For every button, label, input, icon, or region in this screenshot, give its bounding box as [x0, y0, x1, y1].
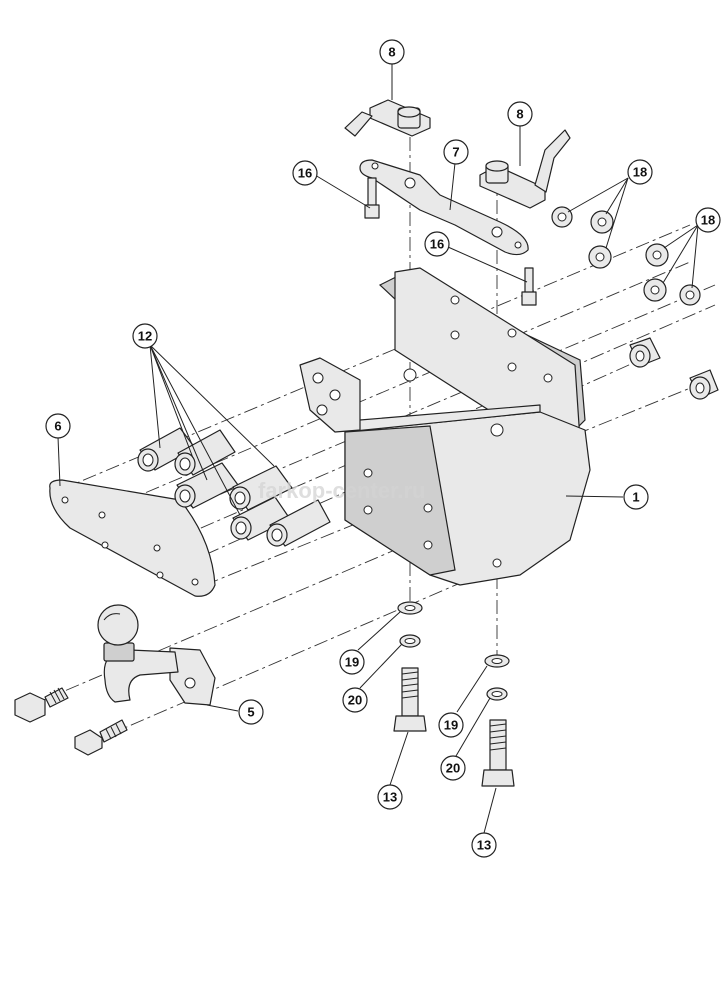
long-bolt	[481, 719, 515, 787]
right-bushings	[629, 337, 719, 400]
svg-text:13: 13	[477, 838, 491, 853]
hex-nut	[679, 284, 701, 306]
svg-text:7: 7	[452, 145, 459, 160]
callout-1: 1	[623, 484, 649, 510]
svg-text:20: 20	[348, 693, 362, 708]
hex-bolt	[14, 687, 69, 723]
svg-text:12: 12	[138, 329, 152, 344]
callout-18-lower: 18	[695, 207, 721, 233]
leader-lines	[57, 64, 699, 834]
svg-text:16: 16	[298, 166, 312, 181]
svg-text:16: 16	[430, 237, 444, 252]
lower-fasteners-left	[393, 601, 427, 732]
callout-8-left: 8	[379, 39, 405, 65]
svg-text:19: 19	[345, 655, 359, 670]
hex-nut	[643, 278, 667, 302]
top-bracket-right	[479, 129, 571, 209]
callout-19-left: 19	[339, 649, 365, 675]
lower-fasteners-right	[481, 654, 515, 787]
watermark: farkop-center.ru	[258, 478, 426, 503]
hex-nut	[588, 245, 612, 269]
small-bolts	[364, 177, 537, 306]
svg-text:20: 20	[446, 761, 460, 776]
svg-text:1: 1	[632, 490, 639, 505]
bushing	[629, 337, 661, 368]
tow-ball-bolts	[14, 687, 128, 756]
hex-nut	[645, 243, 669, 267]
main-bracket-body	[299, 267, 591, 586]
tow-ball-assembly	[97, 604, 216, 706]
bushing	[689, 369, 719, 400]
callout-7: 7	[443, 139, 469, 165]
callout-12: 12	[132, 323, 158, 349]
long-bolt	[393, 667, 427, 732]
hex-bolt	[74, 719, 128, 756]
callout-20-left: 20	[342, 687, 368, 713]
top-bracket-left	[344, 99, 431, 137]
link-plate	[359, 159, 529, 256]
spacer-tube	[229, 465, 293, 511]
callout-5: 5	[238, 699, 264, 725]
small-bolt	[364, 177, 380, 219]
callout-20-right: 20	[440, 755, 466, 781]
svg-text:5: 5	[247, 705, 254, 720]
spacer-tube	[266, 499, 331, 547]
callout-16-left: 16	[292, 160, 318, 186]
svg-text:19: 19	[444, 718, 458, 733]
spacer-tube	[174, 462, 239, 509]
svg-text:13: 13	[383, 790, 397, 805]
callout-16-right: 16	[424, 231, 450, 257]
svg-text:18: 18	[633, 165, 647, 180]
small-bolt	[521, 267, 537, 306]
svg-text:6: 6	[54, 419, 61, 434]
svg-text:8: 8	[388, 45, 395, 60]
callout-13-right: 13	[471, 832, 497, 858]
callout-13-left: 13	[377, 784, 403, 810]
hex-nut	[551, 206, 573, 228]
svg-text:8: 8	[516, 107, 523, 122]
callout-6: 6	[45, 413, 71, 439]
hex-nuts	[551, 206, 701, 306]
svg-text:18: 18	[701, 213, 715, 228]
mounting-plate	[49, 479, 216, 597]
hex-nut	[590, 210, 614, 234]
callout-19-right: 19	[438, 712, 464, 738]
callout-8-right: 8	[507, 101, 533, 127]
callout-18-upper: 18	[627, 159, 653, 185]
